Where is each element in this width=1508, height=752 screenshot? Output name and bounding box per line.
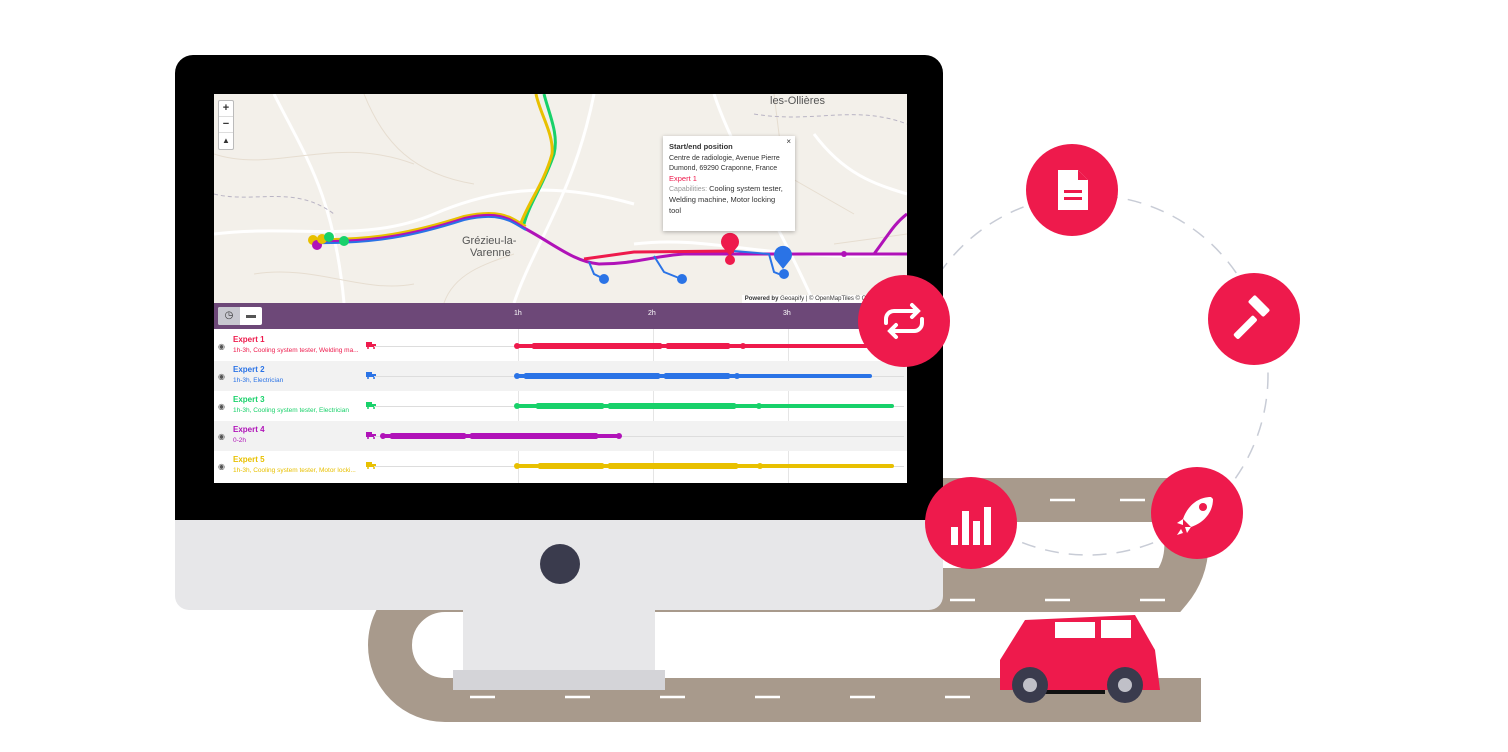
task-bar[interactable] [524,373,660,379]
zoom-out-button[interactable]: − [219,117,233,133]
stop-dot[interactable] [756,403,762,409]
popup-address: Centre de radiologie, Avenue Pierre Dumo… [669,155,780,172]
stop-dot[interactable] [616,433,622,439]
eye-icon[interactable]: ◉ [218,432,225,441]
view-toggle: ◷ ▬ [218,307,262,325]
reset-north-button[interactable]: ▲ [222,136,230,145]
row-desc: 1h-3h, Electrician [233,377,284,384]
tick-1h: 1h [514,310,522,317]
task-bar[interactable] [390,433,466,439]
timeline-header: ◷ ▬ 1h 2h 3h [214,303,907,329]
truck-icon [366,462,376,469]
truck-icon [366,432,376,439]
task-bar[interactable] [608,403,736,409]
attribution-powered-by: Powered by [744,296,779,302]
document-icon [1026,144,1118,236]
stop-dot[interactable] [514,403,520,409]
monitor-stand-base [453,670,665,690]
app-screen: + − ▲ Grézieu-la- Varenne les-Ollières ×… [214,94,907,483]
timeline-row-expert-1[interactable]: ◉ Expert 1 1h-3h, Cooling system tester,… [214,331,907,361]
tick-3h: 3h [783,310,791,317]
timeline-row-expert-5[interactable]: ◉ Expert 5 1h-3h, Cooling system tester,… [214,451,907,481]
zoom-in-button[interactable]: + [219,101,233,117]
truck-icon [366,402,376,409]
zoom-control: + − ▲ [218,100,234,150]
popup-title: Start/end position [669,142,733,151]
task-bar[interactable] [470,433,598,439]
row-desc: 1h-3h, Cooling system tester, Motor lock… [233,467,356,474]
monitor-chin [175,520,943,610]
eye-icon[interactable]: ◉ [218,372,225,381]
map-label-town-b: Varenne [470,247,511,259]
eye-icon[interactable]: ◉ [218,402,225,411]
row-name: Expert 5 [233,455,265,464]
rocket-icon [1151,467,1243,559]
task-bar[interactable] [532,343,662,349]
bar-chart-icon [925,477,1017,569]
popup-capabilities: Cooling system tester, Welding machine, … [669,184,783,215]
stop-dot[interactable] [740,343,746,349]
task-bar[interactable] [664,373,730,379]
car-illustration [1000,615,1160,703]
row-name: Expert 1 [233,335,265,344]
task-bar[interactable] [666,343,730,349]
row-name: Expert 2 [233,365,265,374]
row-desc: 0-2h [233,437,247,444]
clock-icon[interactable]: ◷ [218,307,240,325]
stop-dot[interactable] [757,463,763,469]
stop-dot[interactable] [514,373,520,379]
truck-icon [366,342,376,349]
map-canvas [214,94,907,303]
timeline-row-expert-2[interactable]: ◉ Expert 2 1h-3h, Electrician [214,361,907,391]
eye-icon[interactable]: ◉ [218,462,225,471]
popup-close-button[interactable]: × [786,137,791,146]
stop-dot[interactable] [734,373,740,379]
row-desc: 1h-3h, Cooling system tester, Electricia… [233,407,349,414]
timeline-row-expert-3[interactable]: ◉ Expert 3 1h-3h, Cooling system tester,… [214,391,907,421]
task-bar[interactable] [608,463,738,469]
eye-icon[interactable]: ◉ [218,342,225,351]
timeline-row-expert-4[interactable]: ◉ Expert 4 0-2h [214,421,907,451]
map-label-town: Grézieu-la- [462,235,517,247]
truck-icon [366,372,376,379]
row-name: Expert 4 [233,425,265,434]
task-bar[interactable] [538,463,604,469]
stop-dot[interactable] [514,343,520,349]
tick-2h: 2h [648,310,656,317]
stop-dot[interactable] [380,433,386,439]
map-popup: × Start/end position Centre de radiologi… [663,136,795,231]
task-bar[interactable] [536,403,604,409]
popup-expert: Expert 1 [669,174,697,183]
route-map[interactable]: + − ▲ Grézieu-la- Varenne les-Ollières ×… [214,94,907,303]
row-desc: 1h-3h, Cooling system tester, Welding ma… [233,347,359,354]
stop-dot[interactable] [514,463,520,469]
repeat-icon [858,275,950,367]
popup-capabilities-label: Capabilities: [669,186,708,193]
attribution-text[interactable]: Geoapify | © OpenMapTiles © OpenStreetMa… [780,296,904,302]
map-label-town2: les-Ollières [770,95,826,107]
ruler-icon[interactable]: ▬ [246,310,256,321]
monitor-stand [463,610,655,680]
map-attribution: Powered by Geoapify | © OpenMapTiles © O… [741,295,907,303]
row-track [374,436,904,437]
power-button [540,544,580,584]
hammer-icon [1208,273,1300,365]
row-name: Expert 3 [233,395,265,404]
